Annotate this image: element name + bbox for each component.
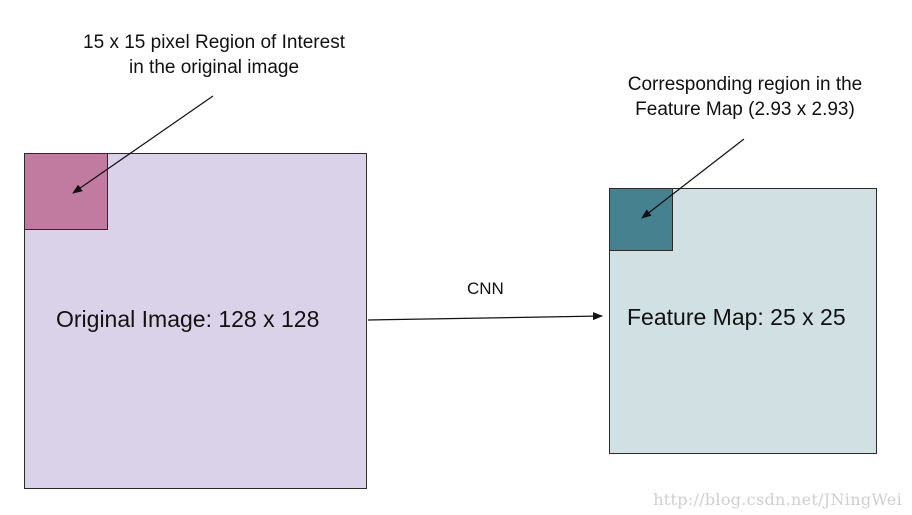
cnn-arrow: [367, 312, 603, 321]
roi-box: [24, 153, 108, 230]
feature-map-box: [609, 188, 877, 454]
roi-annotation-line2: in the original image: [128, 57, 300, 78]
feature-roi-box: [609, 188, 673, 251]
roi-pointer-arrow: [72, 95, 214, 194]
feature-annotation-line1: Corresponding region in the: [627, 74, 863, 95]
feature-annotation-line2: Feature Map (2.93 x 2.93): [635, 99, 855, 120]
cnn-label: CNN: [467, 279, 504, 298]
roi-annotation: 15 x 15 pixel Region of Interest in the …: [68, 30, 360, 80]
roi-annotation-line1: 15 x 15 pixel Region of Interest: [83, 32, 345, 53]
original-image-label: Original Image: 128 x 128: [56, 306, 320, 332]
watermark: http://blog.csdn.net/JNingWei: [653, 490, 902, 509]
feature-map-label: Feature Map: 25 x 25: [627, 304, 846, 330]
feature-pointer-arrow: [641, 138, 745, 219]
feature-annotation: Corresponding region in the Feature Map …: [612, 72, 878, 122]
